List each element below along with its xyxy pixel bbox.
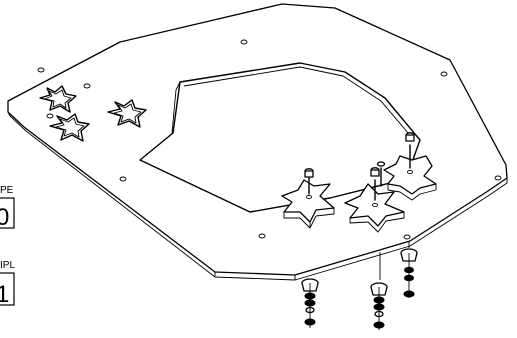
mounting-holes: [37, 39, 502, 240]
star-cutouts: [39, 85, 147, 142]
star-block-left: [281, 179, 335, 229]
label-top-big: 0: [0, 204, 9, 231]
label-box-bottom: IPL 1: [0, 260, 15, 308]
label-bottom-small: IPL: [0, 260, 15, 271]
star-block-right: [383, 155, 437, 201]
screws: [304, 132, 415, 201]
base-plate: [7, 3, 508, 281]
star-block-middle: [344, 183, 405, 233]
label-box-top: PE 0: [0, 185, 15, 231]
foot-right: [400, 242, 418, 298]
foot-middle: [370, 252, 388, 330]
label-bottom-big: 1: [0, 281, 9, 308]
foot-left: [301, 278, 319, 328]
label-top-small: PE: [0, 185, 14, 196]
